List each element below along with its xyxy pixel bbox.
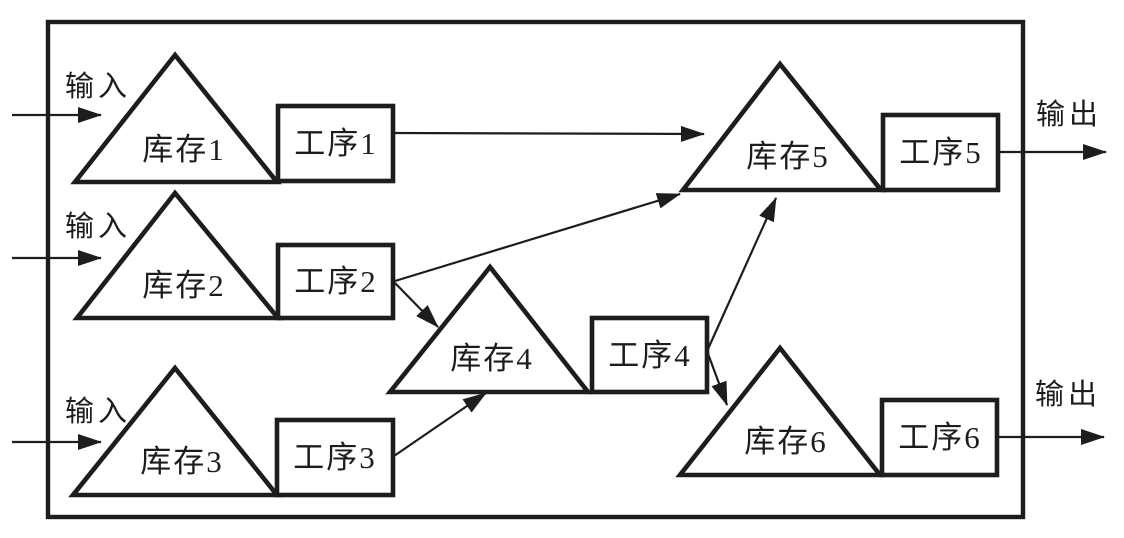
edge-process4-to-inventory6 — [705, 350, 729, 406]
inventory-3-label: 库存3 — [140, 444, 224, 479]
output-2-label: 输出 — [1035, 378, 1101, 411]
process-5-box — [880, 112, 1001, 193]
edge-process2-to-inventory4 — [394, 282, 439, 328]
inventory-4: 库存4 — [385, 263, 593, 395]
process-6-box — [879, 397, 1000, 478]
inventory-3-triangle — [68, 364, 282, 498]
process-3-box — [274, 417, 396, 498]
process-5-label: 工序5 — [899, 135, 983, 170]
input-2-label: 输入 — [65, 210, 131, 243]
inventory-2: 库存2 — [72, 189, 283, 321]
process-4: 工序4 — [589, 315, 710, 395]
inventory-1-triangle — [70, 51, 282, 185]
process-4-box — [589, 315, 710, 395]
input-1: 输入 — [12, 70, 131, 123]
input-2: 输入 — [12, 210, 131, 266]
process-2-label: 工序2 — [294, 264, 378, 299]
process-1-box — [275, 103, 396, 184]
inventory-1: 库存1 — [70, 51, 282, 185]
edge-process2-to-inventory5 — [394, 192, 681, 283]
edge-process3-to-inventory4 — [393, 392, 487, 457]
inventory-3: 库存3 — [68, 364, 282, 498]
input-3-label: 输入 — [65, 395, 131, 428]
process-4-label: 工序4 — [608, 338, 692, 373]
output-1-label: 输出 — [1036, 98, 1102, 131]
output-2: 输出 — [998, 378, 1105, 445]
inventory-5: 库存5 — [678, 60, 886, 193]
process-6: 工序6 — [879, 397, 1000, 478]
inventory-6: 库存6 — [675, 344, 885, 478]
process-2-box — [275, 242, 396, 321]
input-1-label: 输入 — [65, 70, 131, 103]
edge-process4-to-inventory5 — [706, 197, 778, 350]
process-3-label: 工序3 — [293, 440, 377, 475]
inventory-2-label: 库存2 — [142, 268, 226, 303]
inventory-4-label: 库存4 — [450, 341, 534, 376]
output-1: 输出 — [998, 98, 1107, 160]
process-1: 工序1 — [275, 103, 396, 184]
process-2: 工序2 — [275, 242, 396, 321]
process-6-label: 工序6 — [898, 420, 982, 455]
inventory-5-triangle — [678, 60, 886, 193]
inventory-1-label: 库存1 — [142, 132, 226, 167]
inventory-4-triangle — [385, 263, 593, 395]
inventory-5-label: 库存5 — [746, 139, 830, 174]
process-1-label: 工序1 — [294, 126, 378, 161]
input-3: 输入 — [12, 395, 131, 450]
process-5: 工序5 — [880, 112, 1001, 193]
inventory-6-triangle — [675, 344, 885, 478]
process-3: 工序3 — [274, 417, 396, 498]
inventory-6-label: 库存6 — [744, 424, 828, 459]
inventory-2-triangle — [72, 189, 283, 321]
edge-process1-to-inventory5 — [393, 125, 705, 142]
